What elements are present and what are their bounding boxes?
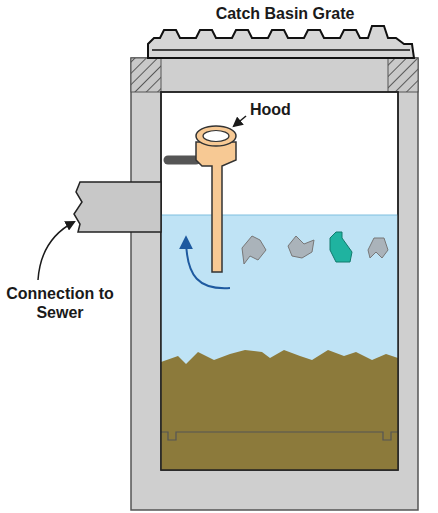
catch-basin-grate <box>148 26 414 58</box>
debris <box>242 236 266 264</box>
hood <box>196 142 236 272</box>
leader-line <box>38 222 74 280</box>
debris <box>288 236 314 258</box>
hood-bracket <box>168 156 196 165</box>
debris <box>368 238 388 258</box>
base-step <box>161 432 398 440</box>
flow-arrow <box>186 238 230 288</box>
concrete-wall <box>131 58 418 510</box>
frame-block <box>388 58 418 92</box>
grate-label: Catch Basin Grate <box>140 4 430 23</box>
leader-line <box>234 116 246 126</box>
frame-block <box>131 58 161 92</box>
sewer-pipe <box>74 182 161 232</box>
sediment <box>161 350 398 470</box>
pipe-label: Connection to Sewer <box>0 284 120 322</box>
part-label: Hood <box>250 100 310 119</box>
chamber <box>161 92 398 470</box>
bottle <box>330 232 352 262</box>
water <box>161 215 398 470</box>
